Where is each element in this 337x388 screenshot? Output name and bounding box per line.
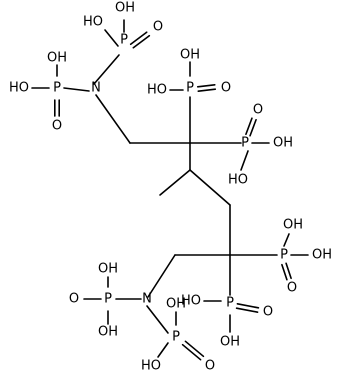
hydroxyl-label: OH (98, 325, 118, 340)
bond-p3-o (249, 118, 257, 137)
oxygen-label: O (205, 359, 215, 374)
bond-p2-o (196, 84, 216, 88)
bond-p8-o (181, 343, 202, 361)
hydroxyl-label: OH (220, 335, 240, 350)
phosphorus-atom: P (186, 81, 194, 96)
hydroxyl-label: HO (181, 294, 201, 309)
hydroxyl-label: HO (83, 15, 103, 30)
phosphorus-atom: P (241, 136, 249, 151)
nitrogen-atom-upper: N (91, 81, 101, 96)
oxygen-label: O (69, 292, 79, 307)
oxygen-label: O (52, 119, 62, 134)
bond-ch-methyl (159, 169, 191, 196)
bond-p3-ho (240, 150, 249, 171)
bond-p3-o (245, 117, 253, 136)
hydroxyl-label: OH (283, 218, 303, 233)
hydroxyl-label: OH (273, 136, 293, 151)
nitrogen-atom-lower: N (142, 292, 152, 307)
hydroxyl-label: OH (115, 1, 135, 16)
hydroxyl-label: OH (47, 51, 67, 66)
phosphorus-atom: P (226, 296, 234, 311)
hydroxyl-label: HO (147, 83, 167, 98)
bond-n2-p8 (146, 305, 169, 334)
oxygen-label: O (221, 81, 231, 96)
bond-p5-o (285, 262, 292, 280)
hydroxyl-label: HO (228, 173, 248, 188)
bond-ch-ch2 (189, 169, 231, 206)
phosphorus-atom: P (104, 292, 112, 307)
bond-p1b-ho (104, 29, 119, 47)
hydroxyl-label: HO (141, 359, 161, 374)
bond-p1b-o (129, 31, 148, 46)
hydroxyl-label: OH (180, 48, 200, 63)
hydroxyl-label: OH (166, 297, 186, 312)
bond-p6-o (235, 307, 259, 313)
phosphorus-atom: P (172, 330, 180, 345)
bond-ch2-n2 (147, 254, 176, 298)
bond-p6-o (236, 303, 260, 309)
oxygen-label: O (153, 20, 163, 35)
bond-p5-oh (283, 233, 290, 247)
hydroxyl-label: HO (9, 81, 29, 96)
bond-p2-o (197, 88, 217, 92)
bond-n1-p1a (63, 87, 90, 92)
bond-n1-p1b (93, 54, 120, 85)
oxygen-label: O (287, 281, 297, 296)
phosphorus-atom: P (120, 33, 128, 48)
oxygen-label: O (253, 103, 263, 118)
oxygen-label: O (263, 305, 273, 320)
bond-p8-ho (157, 342, 169, 358)
bond-p8-o (184, 340, 205, 358)
hydroxyl-label: OH (98, 262, 118, 277)
hydroxyl-label: OH (312, 248, 332, 263)
phosphorus-atom: P (53, 81, 61, 96)
bond-p1b-o (132, 34, 151, 49)
bond-p5-o (281, 263, 288, 281)
phosphorus-atom: P (280, 248, 288, 263)
bond-n1-ch2 (95, 94, 131, 144)
bond-lines (31, 19, 309, 361)
